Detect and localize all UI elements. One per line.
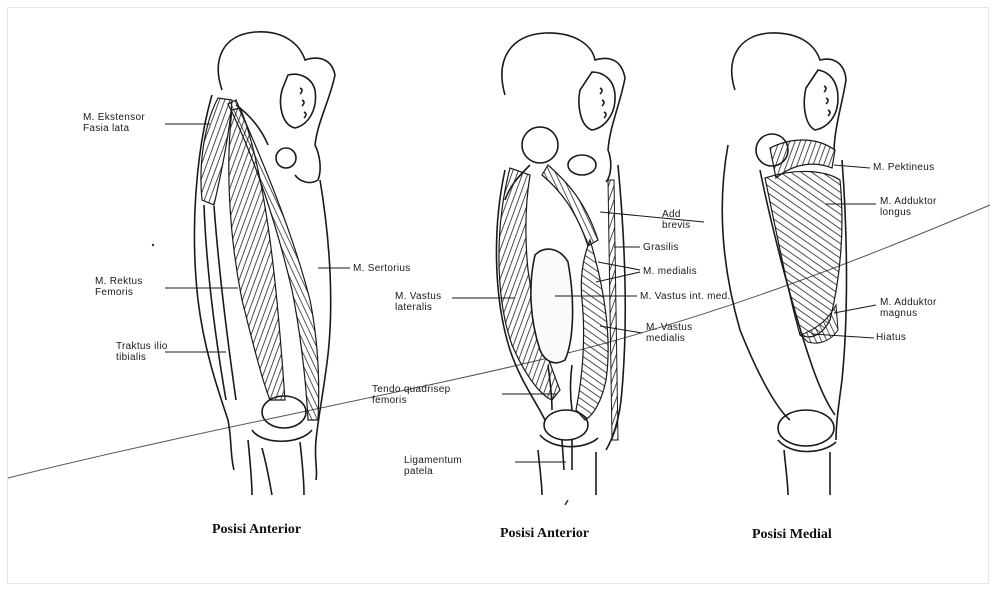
label-line: M. Adduktor [880,297,937,308]
label-line: M. Adduktor [880,196,937,207]
label-line: M. Sertorius [353,263,411,274]
scan-speck [565,500,568,505]
label-add-brevis: Add brevis [662,209,690,231]
label-line: Hiatus [876,332,906,343]
label-tendo-quadrisep-femoris: Tendo quadrisep femoris [372,384,450,406]
label-line: longus [880,207,937,218]
label-m-medialis: M. medialis [643,266,697,277]
patellar-ligament [562,440,572,470]
label-line: Add [662,209,690,220]
label-line: Tendo quadrisep [372,384,450,395]
caption-posisi-medial: Posisi Medial [752,527,832,543]
label-line: medialis [646,333,692,344]
panel-anterior-superficial [194,32,335,495]
label-hiatus: Hiatus [876,332,906,343]
pelvis-outline [732,33,846,150]
femoral-condyle [778,410,834,446]
label-vastus-medialis: M. Vastus medialis [646,322,692,344]
sacrum [804,70,838,130]
leader-add-magnus [834,305,876,313]
leader-pektineus [834,165,870,168]
label-line: M. Vastus [646,322,692,333]
patella [544,410,588,440]
label-adduktor-magnus: M. Adduktor magnus [880,297,937,319]
label-pektineus: M. Pektineus [873,162,934,173]
label-line: Traktus ilio [116,341,168,352]
sacrum [281,74,316,128]
adductor-longus [765,171,842,336]
label-line: M. Ekstensor [83,112,145,123]
label-line: Femoris [95,287,143,298]
tibia-left [248,440,252,495]
scan-dot [152,244,154,246]
leader-medialis-1 [598,262,640,270]
vastus-medialis [576,240,608,420]
label-line: femoris [372,395,450,406]
label-vastus-lateralis: M. Vastus lateralis [395,291,441,313]
label-line: magnus [880,308,937,319]
label-rektus-femoris: M. Rektus Femoris [95,276,143,298]
femoral-head [522,127,558,163]
caption-posisi-anterior-1: Posisi Anterior [212,522,301,538]
gracilis [608,180,618,440]
label-traktus-ilio-tibialis: Traktus ilio tibialis [116,341,168,363]
obturator-foramen [568,155,596,175]
label-line: M. Rektus [95,276,143,287]
panel-medial [722,33,846,495]
adductor-brevis [542,165,598,246]
label-line: M. Vastus [395,291,441,302]
label-line: patela [404,466,462,477]
label-line: M. medialis [643,266,697,277]
label-line: lateralis [395,302,441,313]
label-adduktor-longus: M. Adduktor longus [880,196,937,218]
label-line: brevis [662,220,690,231]
label-line: M. Vastus int. med. [640,291,731,302]
label-line: M. Pektineus [873,162,934,173]
sacrum [579,72,615,130]
label-ekstensor-fasia-lata: M. Ekstensor Fasia lata [83,112,145,134]
label-ligamentum-patela: Ligamentum patela [404,455,462,477]
iliotibial-tract [204,205,236,400]
label-sertorius: M. Sertorius [353,263,411,274]
leader-medialis-2 [596,272,640,282]
label-line: Ligamentum [404,455,462,466]
label-grasilis: Grasilis [643,242,679,253]
tibia-right [300,442,304,495]
caption-posisi-anterior-2: Posisi Anterior [500,526,589,542]
obturator-foramen [276,148,296,168]
label-vastus-int-med: M. Vastus int. med. [640,291,731,302]
label-line: tibialis [116,352,168,363]
tensor-fascia-lata [201,98,232,205]
thigh-outline-right [315,180,330,480]
label-line: Fasia lata [83,123,145,134]
label-line: Grasilis [643,242,679,253]
pelvis-outline [502,33,625,182]
